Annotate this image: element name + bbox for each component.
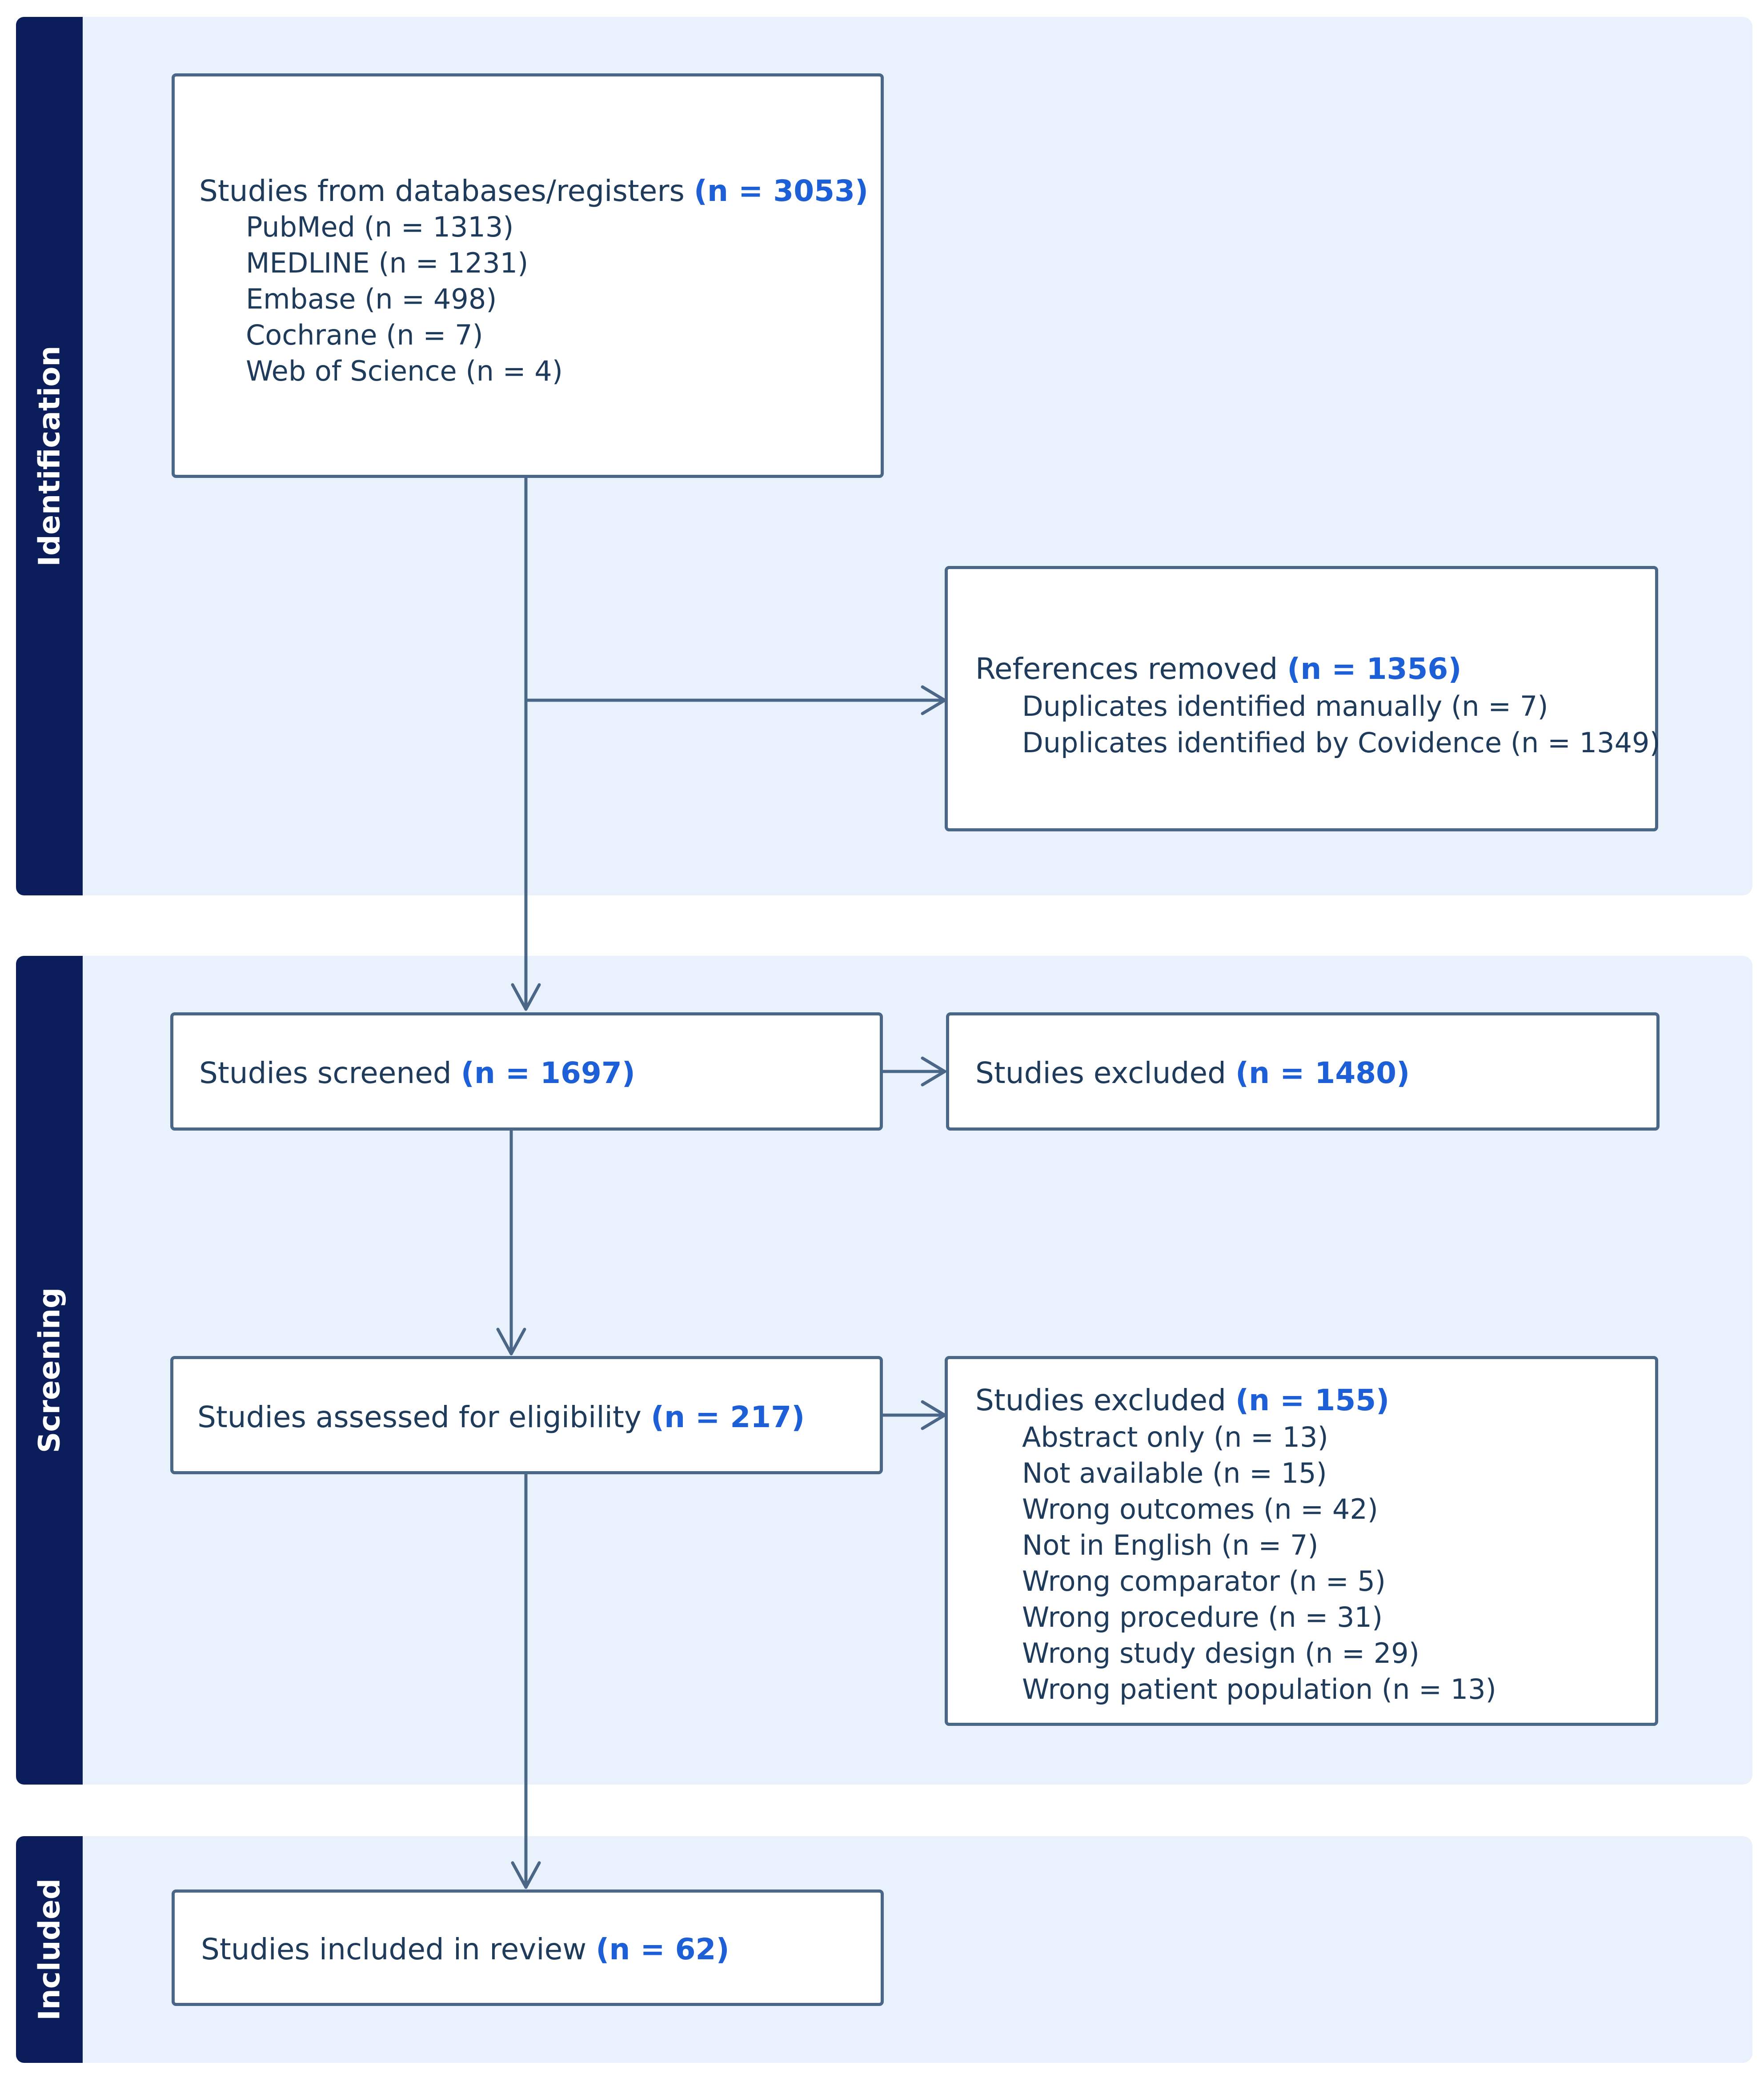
references-removed-box: References removed (n = 1356) Duplicates… — [945, 566, 1660, 831]
included-title: Studies included in review (n = 62) — [201, 1935, 730, 1964]
source-item: Web of Science (n = 4) — [246, 355, 563, 387]
references-removed-title: References removed (n = 1356) — [975, 654, 1462, 684]
screened-title-text: Studies screened — [199, 1056, 452, 1090]
arrowhead-screen-excluded — [921, 1056, 946, 1087]
exclusion-reason: Wrong procedure (n = 31) — [1022, 1601, 1383, 1633]
screen-excluded-count: (n = 1480) — [1235, 1056, 1410, 1090]
identification-title-text: Studies from databases/registers — [199, 174, 685, 208]
identification-stage-label: Identification — [16, 17, 83, 895]
exclusion-reason: Abstract only (n = 13) — [1022, 1421, 1328, 1453]
arrowhead-eligibility — [496, 1328, 526, 1356]
eligibility-excluded-box: Studies excluded (n = 155) Abstract only… — [945, 1356, 1658, 1726]
source-item: PubMed (n = 1313) — [246, 211, 514, 243]
source-item: Cochrane (n = 7) — [246, 319, 483, 351]
identification-title: Studies from databases/registers (n = 30… — [199, 177, 868, 206]
included-stage-label: Included — [16, 1836, 83, 2063]
eligibility-count: (n = 217) — [650, 1400, 805, 1434]
eligibility-title-text: Studies assessed for eligibility — [197, 1400, 641, 1434]
exclusion-reason: Wrong comparator (n = 5) — [1022, 1565, 1386, 1597]
screen-excluded-title: Studies excluded (n = 1480) — [975, 1059, 1410, 1088]
arrowhead-screened — [511, 983, 541, 1011]
eligibility-box: Studies assessed for eligibility (n = 21… — [170, 1356, 883, 1474]
eligibility-title: Studies assessed for eligibility (n = 21… — [197, 1403, 805, 1432]
arrowhead-included — [511, 1861, 541, 1889]
identification-count: (n = 3053) — [694, 174, 869, 208]
exclusion-reason: Wrong study design (n = 29) — [1022, 1637, 1419, 1669]
included-title-text: Studies included in review — [201, 1932, 587, 1966]
references-removed-count: (n = 1356) — [1287, 652, 1462, 686]
exclusion-reason: Wrong outcomes (n = 42) — [1022, 1493, 1378, 1525]
screened-title: Studies screened (n = 1697) — [199, 1059, 635, 1088]
removed-item: Duplicates identified by Covidence (n = … — [1022, 726, 1660, 759]
source-item: MEDLINE (n = 1231) — [246, 247, 529, 279]
included-box: Studies included in review (n = 62) — [172, 1889, 884, 2006]
screen-excluded-box: Studies excluded (n = 1480) — [946, 1012, 1660, 1131]
eligibility-excluded-count: (n = 155) — [1235, 1383, 1390, 1417]
removed-item: Duplicates identified manually (n = 7) — [1022, 690, 1548, 722]
exclusion-reason: Not available (n = 15) — [1022, 1457, 1327, 1489]
screening-stage-label: Screening — [16, 956, 83, 1785]
screened-box: Studies screened (n = 1697) — [170, 1012, 883, 1131]
included-count: (n = 62) — [596, 1932, 730, 1966]
exclusion-reason: Not in English (n = 7) — [1022, 1529, 1319, 1561]
references-removed-title-text: References removed — [975, 652, 1278, 686]
eligibility-excluded-title-text: Studies excluded — [975, 1383, 1226, 1417]
exclusion-reason: Wrong patient population (n = 13) — [1022, 1673, 1496, 1705]
identification-box: Studies from databases/registers (n = 30… — [172, 73, 884, 478]
screen-excluded-title-text: Studies excluded — [975, 1056, 1226, 1090]
source-item: Embase (n = 498) — [246, 283, 497, 315]
screened-count: (n = 1697) — [461, 1056, 635, 1090]
eligibility-excluded-title: Studies excluded (n = 155) — [975, 1386, 1389, 1415]
